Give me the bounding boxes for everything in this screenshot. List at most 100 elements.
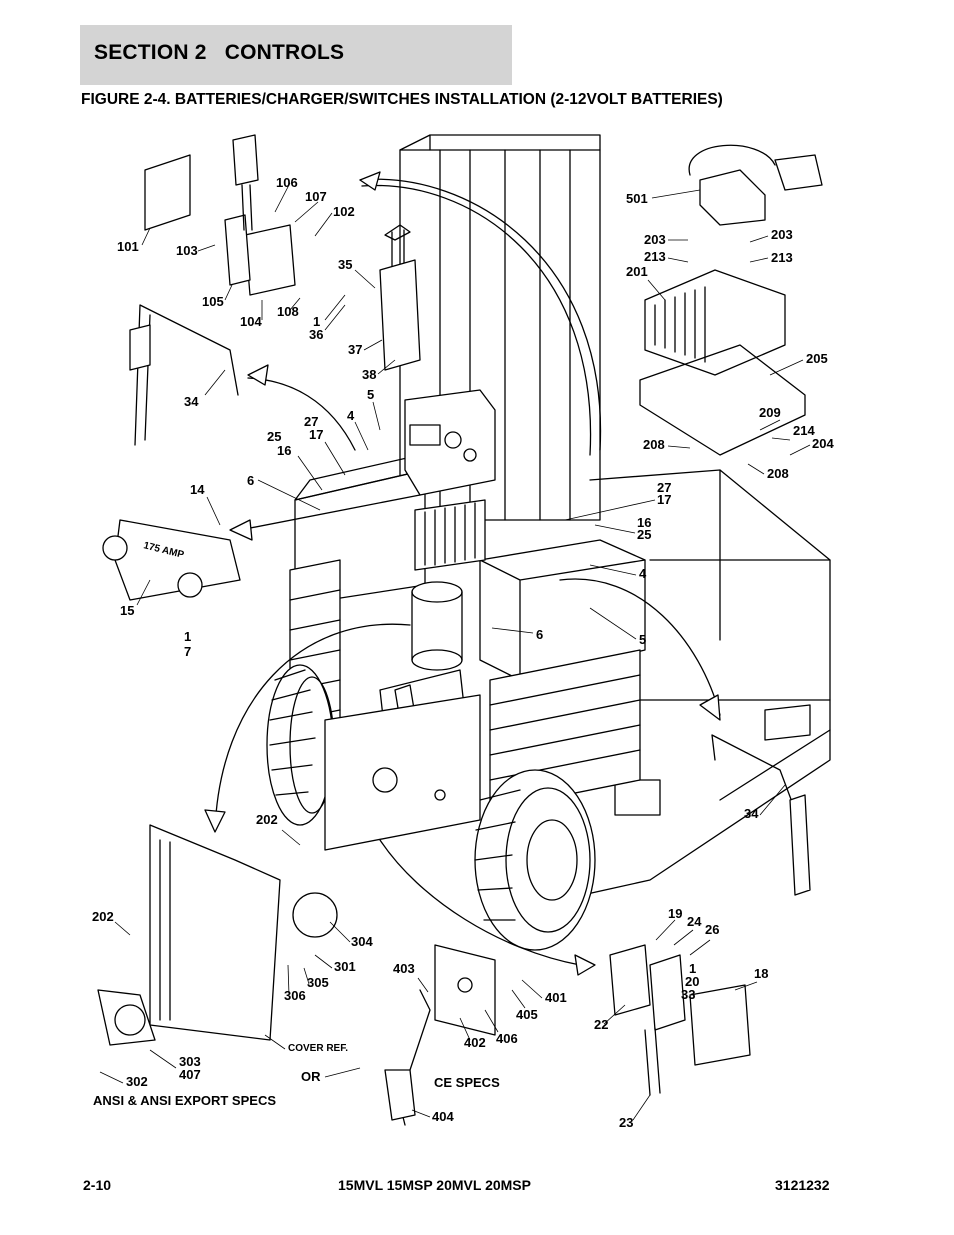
hold-down-strap-right [711,734,811,896]
callout-label: 20 [685,974,699,989]
note-labels: COVER REF. OR ANSI & ANSI EXPORT SPECS C… [93,540,500,1108]
callout-label: 19 [668,906,682,921]
callout-label: 209 [759,405,781,420]
callout-label: 203 [644,232,666,247]
callout-label: 34 [184,394,199,409]
callout-label: 27 [657,480,671,495]
drawing-linework [97,134,831,1126]
callout-label: 22 [594,1017,608,1032]
switch-assembly-22 [609,944,751,1096]
arrow-curves [214,178,721,966]
charger-cord-501 [688,144,823,226]
callout-label: 403 [393,961,415,976]
callout-label: 404 [432,1109,454,1124]
callout-label: 202 [92,909,114,924]
callout-label: 105 [202,294,224,309]
wheel-left [266,664,335,826]
callout-label: 15 [120,603,134,618]
callout-label: 6 [536,627,543,642]
ce-specs-note: CE SPECS [434,1075,500,1090]
bracket-406 [384,944,496,1126]
callout-label: 27 [304,414,318,429]
callout-label: 106 [276,175,298,190]
leader-lines [99,182,811,1121]
callout-label: 205 [806,351,828,366]
callout-label: 405 [516,1007,538,1022]
callout-label: 208 [643,437,665,452]
callout-label: 14 [190,482,205,497]
callout-label: 23 [619,1115,633,1130]
callout-label: 301 [334,959,356,974]
callout-label: 501 [626,191,648,206]
callout-label: 107 [305,189,327,204]
or-note: OR [301,1069,321,1084]
callout-label: 302 [126,1074,148,1089]
figure-title: FIGURE 2-4. BATTERIES/CHARGER/SWITCHES I… [81,91,723,108]
center-charger-module [414,499,486,571]
wheel-right [474,769,596,951]
callout-label: 4 [347,408,355,423]
callout-label: 203 [771,227,793,242]
callout-label: 1 [184,629,191,644]
callout-label: 304 [351,934,373,949]
callout-label: 407 [179,1067,201,1082]
model-list: 15MVL 15MSP 20MVL 20MSP [338,1177,531,1193]
callout-label: 202 [256,812,278,827]
battery-stack-right [479,539,646,811]
callout-label: 402 [464,1035,486,1050]
callout-label: 35 [338,257,352,272]
callout-label: 24 [687,914,702,929]
callout-label: 17 [309,427,323,442]
callout-label: 104 [240,314,262,329]
callout-label: 303 [179,1054,201,1069]
callout-label: 25 [637,527,651,542]
callout-label: 38 [362,367,376,382]
callout-labels: 106 107 102 101 103 105 104 108 35 1 36 … [92,175,834,1130]
ansi-specs-note: ANSI & ANSI EXPORT SPECS [93,1093,276,1108]
callout-label: 108 [277,304,299,319]
callout-label: 204 [812,436,834,451]
callout-label: 34 [744,806,759,821]
callout-label: 25 [267,429,281,444]
callout-label: 401 [545,990,567,1005]
callout-label: 5 [367,387,374,402]
callout-label: 26 [705,922,719,937]
callout-label: 213 [771,250,793,265]
section-header: SECTION 2 CONTROLS [80,25,512,85]
callout-label: 1 [313,314,320,329]
callout-label: 305 [307,975,329,990]
callout-label: 306 [284,988,306,1003]
callout-label: 6 [247,473,254,488]
callout-label: 201 [626,264,648,279]
control-box [404,389,496,496]
callout-label: 5 [639,632,646,647]
chassis-base [559,469,831,901]
callout-label: 17 [657,492,671,507]
callout-label: 102 [333,204,355,219]
arrow-heads [204,171,721,976]
battery-charger-201 [639,269,806,456]
callout-label: 4 [639,566,647,581]
callout-label: 214 [793,423,815,438]
callout-label: 1 [689,961,696,976]
callout-label: 213 [644,249,666,264]
callout-label: 103 [176,243,198,258]
hold-down-strap-left [129,304,239,446]
front-cover-plate [324,694,481,851]
circuit-breaker-175-amp [102,519,241,601]
switch-plate-101 [144,154,191,231]
callout-label: 7 [184,644,191,659]
cover-ref-note: COVER REF. [288,1043,348,1054]
callout-label: 37 [348,342,362,357]
bottom-left-panel [97,824,338,1046]
callout-label: 406 [496,1031,518,1046]
callout-label: 36 [309,327,323,342]
callout-label: 16 [637,515,651,530]
document-number: 3121232 [775,1177,830,1193]
callout-label: 18 [754,966,768,981]
callout-label: 33 [681,987,695,1002]
switch-housing-104 [224,134,296,296]
callout-label: 16 [277,443,291,458]
section-label: SECTION 2 CONTROLS [94,41,345,64]
